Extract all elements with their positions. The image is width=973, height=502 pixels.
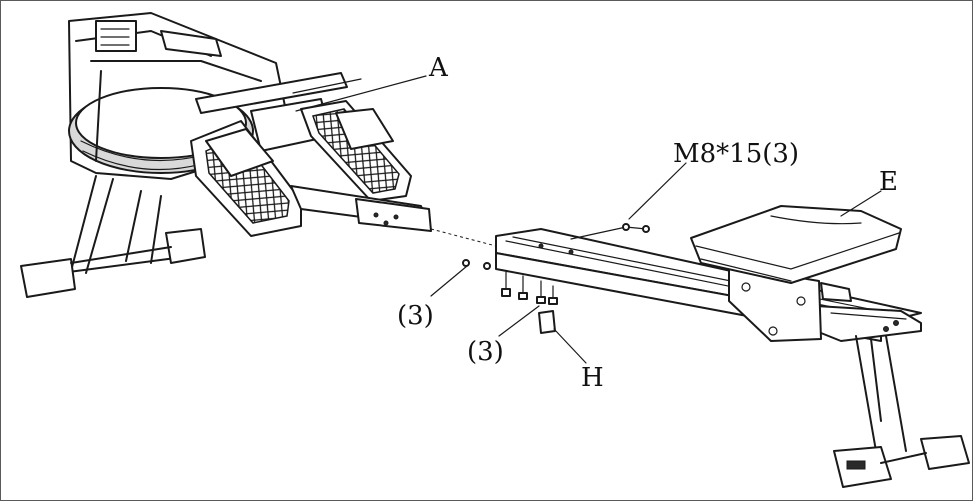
label-a: A (429, 53, 448, 83)
label-qty-left: (3) (397, 301, 434, 331)
label-h: H (581, 363, 604, 393)
front-stand (20, 175, 206, 298)
leader-lines (295, 75, 882, 364)
seat (690, 205, 902, 284)
water-tank (68, 12, 287, 180)
alignment-line (430, 228, 497, 247)
label-bolt-spec: M8*15(3) (673, 139, 800, 169)
rear-stand (833, 335, 970, 488)
footrests (190, 100, 412, 237)
front-connector (290, 185, 432, 232)
hardware (462, 223, 650, 334)
label-qty-bottom: (3) (467, 337, 504, 367)
label-e: E (879, 167, 898, 197)
